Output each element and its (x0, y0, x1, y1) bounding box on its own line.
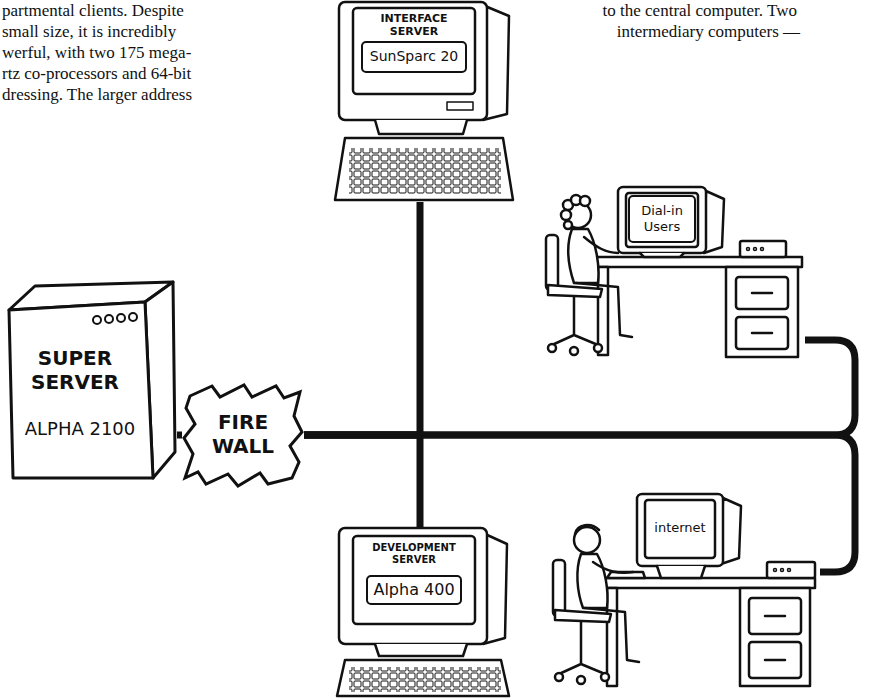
computer-monitor-part (349, 667, 501, 692)
user-workstation-part (767, 562, 815, 578)
server-cabinet-part (129, 313, 137, 321)
network-cable (304, 202, 420, 435)
body-text-line: to the central computer. Two (603, 0, 797, 21)
user-workstation-part (574, 527, 600, 553)
computer-monitor-part (447, 102, 473, 110)
computer-monitor-part (339, 2, 487, 120)
user-workstation-part (774, 569, 777, 572)
user-workstation-part (561, 210, 571, 220)
network-cable (304, 435, 420, 528)
user-workstation-part (726, 267, 798, 357)
development-server: DEVELOPMENT SERVER Alpha 400 (335, 528, 510, 698)
user-workstation-part (740, 241, 786, 257)
user-workstation-part (576, 283, 632, 337)
super-server: SUPER SERVER ALPHA 2100 (5, 280, 177, 480)
user-workstation-part (754, 248, 757, 251)
network-cable (304, 435, 855, 572)
node-title: DEVELOPMENT SERVER (357, 542, 471, 566)
server-cabinet-part (105, 315, 113, 323)
network-cable (304, 340, 855, 435)
user-workstation-part (553, 560, 565, 616)
user-workstation (546, 187, 802, 357)
user-workstation-part (555, 610, 611, 622)
node-subtitle: SunSparc 20 (360, 48, 468, 65)
user-workstation-part (575, 525, 599, 534)
dial-in-workstation: Dial-in Users (540, 185, 805, 365)
user-workstation-part (570, 347, 578, 355)
interface-server: INTERFACE SERVER SunSparc 20 (335, 2, 515, 202)
server-cabinet-part (9, 302, 153, 478)
computer-monitor-part (337, 660, 509, 696)
computer-monitor-part (375, 120, 467, 134)
node-title: SUPER SERVER (15, 346, 135, 394)
user-workstation-part (548, 344, 556, 352)
user-workstation-part (577, 676, 585, 684)
user-workstation-part (765, 616, 785, 660)
node-title: FIRE WALL (208, 410, 278, 458)
body-text-line: intermediary computers — (617, 21, 800, 42)
user-workstation-part (788, 569, 791, 572)
server-cabinet-part (93, 316, 101, 324)
node-title: INTERFACE SERVER (360, 12, 468, 38)
user-workstation-part (594, 344, 602, 352)
body-text-line: rtz co-processors and 64-bit (2, 63, 191, 84)
user-workstation (553, 494, 815, 686)
computer-monitor (337, 528, 509, 696)
user-workstation-part (601, 673, 609, 681)
body-text-line: werful, with two 175 mega- (2, 42, 191, 63)
user-workstation-part (740, 588, 810, 686)
user-workstation-part (781, 569, 784, 572)
computer-monitor-part (335, 138, 513, 200)
node-subtitle: Alpha 400 (357, 580, 471, 599)
firewall: FIRE WALL (182, 382, 304, 488)
user-workstation-part (559, 622, 605, 674)
user-workstation-part (747, 248, 750, 251)
user-workstation-part (585, 608, 639, 662)
user-workstation-part (593, 562, 633, 573)
body-text-line: partmental clients. Despite (2, 0, 184, 21)
firewall-bolt-part (184, 385, 302, 486)
firewall-bolt (184, 385, 302, 486)
user-workstation-part (555, 673, 563, 681)
user-workstation-part (645, 500, 715, 558)
user-workstation-part (657, 566, 705, 578)
user-workstation-part (626, 193, 698, 247)
user-workstation-part (637, 494, 723, 566)
user-workstation-part (584, 237, 618, 253)
computer-monitor-part (339, 528, 487, 644)
user-workstation-part (618, 187, 706, 253)
user-workstation-part (605, 578, 815, 588)
user-workstation-part (580, 196, 590, 206)
user-workstation-part (752, 293, 772, 333)
server-cabinet-part (117, 314, 125, 322)
user-workstation-part (564, 221, 572, 229)
user-workstation-part (596, 257, 802, 267)
computer-monitor-part (353, 8, 475, 94)
user-workstation-part (548, 285, 602, 297)
computer-monitor-part (349, 148, 501, 194)
network-cable (177, 432, 182, 439)
body-text-line: small size, it is incredibly (2, 21, 176, 42)
user-workstation-part (629, 196, 695, 242)
internet-workstation: internet (545, 488, 820, 693)
computer-monitor (335, 2, 513, 200)
body-text-line: dressing. The larger address (2, 84, 192, 105)
user-workstation-part (640, 253, 684, 257)
user-workstation-part (546, 235, 558, 290)
computer-monitor-part (375, 644, 467, 656)
node-title: Dial-in Users (632, 203, 692, 234)
user-workstation-part (761, 248, 764, 251)
user-workstation-part (552, 297, 598, 345)
server-cabinet (9, 282, 175, 478)
node-title: internet (647, 520, 713, 536)
computer-monitor-part (353, 536, 475, 624)
node-subtitle: ALPHA 2100 (15, 418, 145, 440)
